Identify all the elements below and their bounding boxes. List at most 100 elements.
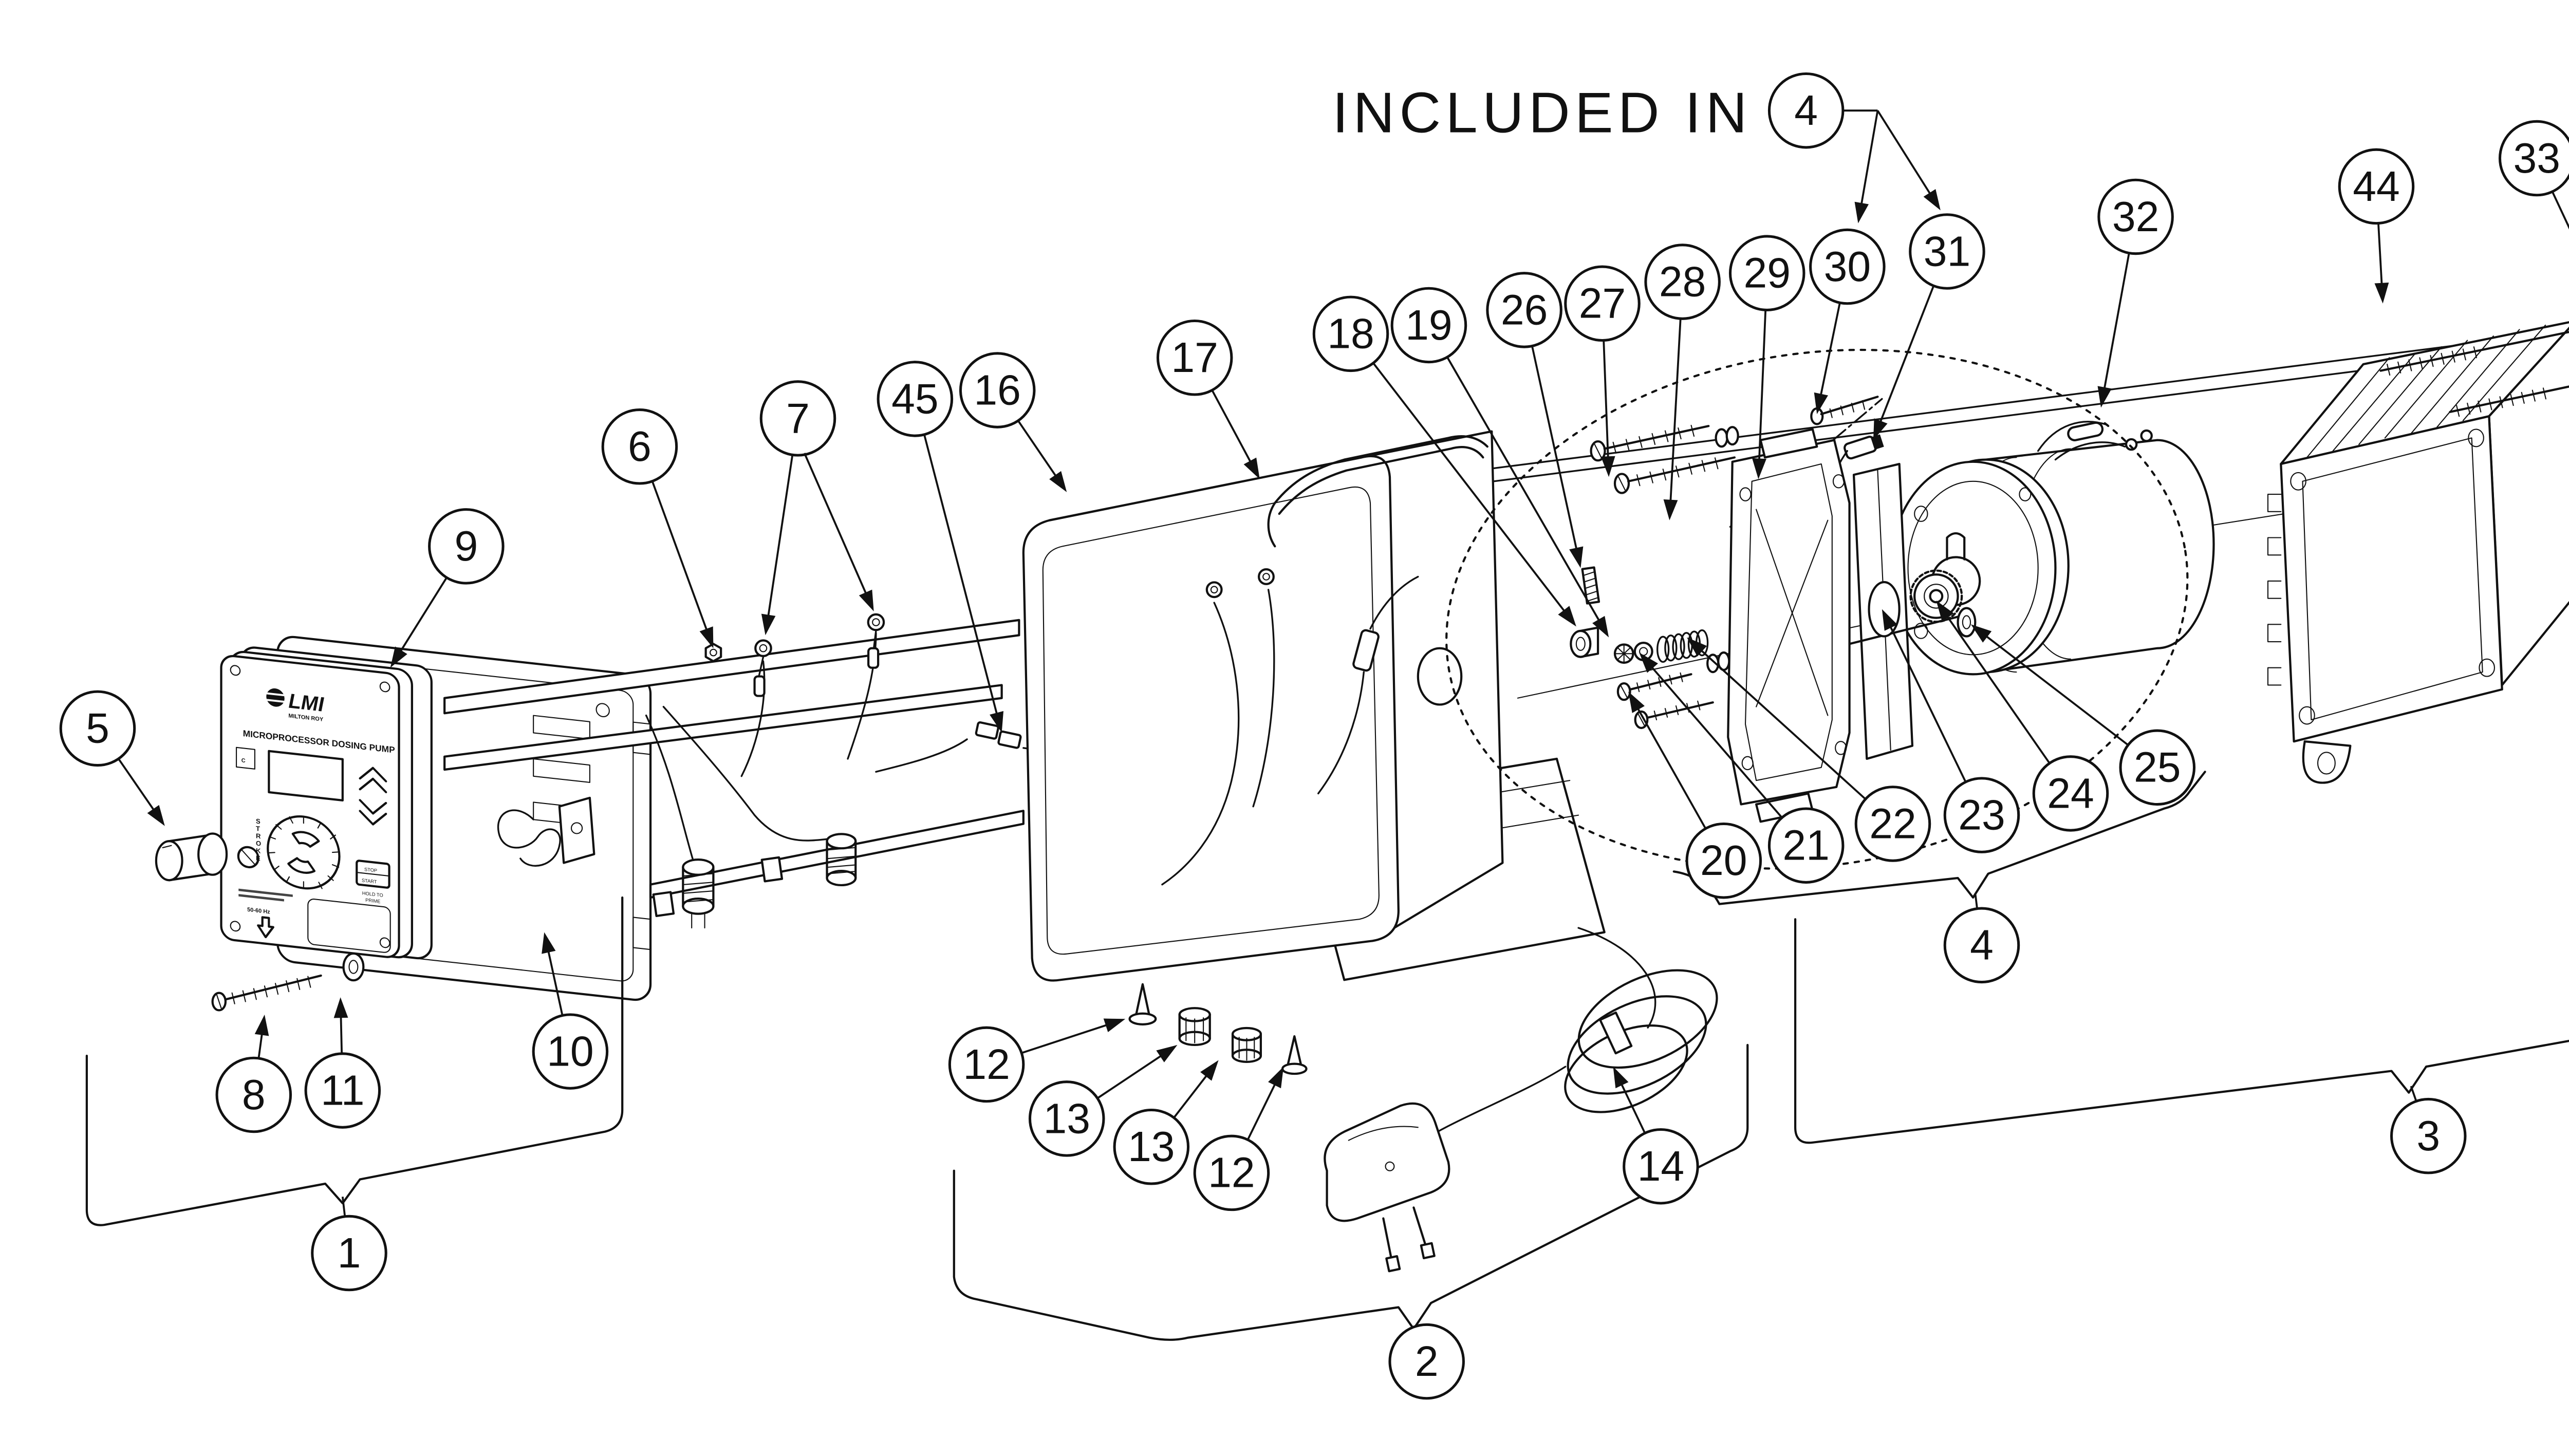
arrowhead-27-10 <box>1600 456 1615 477</box>
up-button[interactable] <box>359 767 387 793</box>
leader-21-33 <box>1649 665 1783 818</box>
callout-number: 29 <box>1743 250 1791 297</box>
leader-1-43 <box>341 1197 346 1217</box>
leader-17-6 <box>1211 389 1253 464</box>
cord-grip-pin <box>1128 983 1157 1025</box>
callout-balloon-11-36: 11 <box>304 1052 381 1129</box>
inline-connector <box>975 721 1022 749</box>
svg-text:C: C <box>241 757 246 764</box>
leader-16-5 <box>1017 420 1058 479</box>
callout-number: 44 <box>2353 163 2400 210</box>
arrowhead-12-38 <box>1103 1018 1126 1033</box>
leader-14-42 <box>1619 1081 1646 1134</box>
leader-10-37 <box>547 949 564 1016</box>
callout-number: 13 <box>1043 1095 1090 1142</box>
leader-6-2 <box>651 480 709 632</box>
callout-number: 12 <box>963 1041 1010 1088</box>
callout-balloon-12-41: 12 <box>1193 1134 1270 1211</box>
callout-number: 2 <box>1415 1338 1439 1385</box>
arrowhead-23-31 <box>1882 609 1897 631</box>
callout-balloon-13-40: 13 <box>1113 1108 1190 1185</box>
group-bracket-2 <box>953 1043 1749 1341</box>
threaded-socket <box>682 858 715 929</box>
small-spring <box>1581 566 1600 605</box>
callout-balloon-27-10: 27 <box>1564 265 1641 342</box>
wiring-harness <box>497 613 1103 929</box>
callout-balloon-16-5: 16 <box>959 352 1036 428</box>
stop-start-button[interactable]: STOP START <box>356 860 390 889</box>
leader-5-0 <box>118 758 156 813</box>
callout-number: 17 <box>1171 334 1218 381</box>
callout-balloon-28-11: 28 <box>1644 244 1721 320</box>
callout-balloon-23-31: 23 <box>1943 777 2020 853</box>
leader-27-10 <box>1603 340 1609 460</box>
lcd-display <box>268 750 344 801</box>
callout-number: 4 <box>1970 922 1994 969</box>
control-panel-front: LMI MILTON ROY MICROPROCESSOR DOSING PUM… <box>220 655 400 958</box>
callout-balloon-3-45: 3 <box>2390 1097 2467 1174</box>
washer <box>342 952 365 982</box>
leader-12-38 <box>1021 1023 1109 1054</box>
arrowhead-7-3 <box>761 613 776 636</box>
arrowhead-13-40 <box>1200 1060 1219 1081</box>
leader-24-30 <box>1945 614 2051 764</box>
gasket-strip <box>1267 435 1488 548</box>
leader-18-7 <box>1372 362 1567 613</box>
callout-balloon-5-0: 5 <box>59 690 136 767</box>
callout-balloon-30-13: 30 <box>1809 228 1886 305</box>
callout-balloon-7-3: 7 <box>759 380 836 457</box>
brand-text: LMI <box>288 689 324 717</box>
callout-number: 11 <box>321 1067 364 1114</box>
callout-balloon-31-14: 31 <box>1909 213 1985 290</box>
leader-20-34 <box>1636 706 1707 829</box>
callout-balloons-layer: 5967451617181926272829303132443334394042… <box>59 72 2569 1400</box>
arrowhead-6-2 <box>699 626 714 648</box>
arrowhead-12-41 <box>1268 1067 1284 1089</box>
hex-nut <box>704 643 722 663</box>
arrowhead-21-33 <box>1639 652 1659 673</box>
gear <box>1909 569 1963 623</box>
leader-7-3 <box>767 455 794 619</box>
coil-spring <box>1656 629 1709 663</box>
leader-9-1 <box>398 577 448 654</box>
leader-19-8 <box>1446 357 1601 623</box>
arrowhead-18-7 <box>1558 606 1576 627</box>
arrowhead-9-1 <box>390 646 407 668</box>
short-screw <box>1634 700 1714 730</box>
callout-balloon-18-7: 18 <box>1312 295 1389 372</box>
leader-3-45 <box>2410 1086 2417 1102</box>
down-button[interactable] <box>359 799 387 826</box>
callout-number: 24 <box>2047 770 2094 817</box>
arrowhead-20-34 <box>1628 692 1645 713</box>
arrowhead-11-36 <box>333 997 348 1018</box>
callout-number: 20 <box>1700 837 1747 884</box>
extra-leader-2 <box>1860 110 1879 207</box>
stroke-dial[interactable] <box>267 813 341 892</box>
callout-number: 3 <box>2416 1113 2440 1160</box>
leader-26-9 <box>1531 346 1578 552</box>
certification-mark-icon: C <box>236 746 255 770</box>
arrowhead-26-9 <box>1569 546 1584 568</box>
callout-number: 13 <box>1128 1124 1175 1170</box>
callout-balloon-2-44: 2 <box>1388 1323 1465 1400</box>
callout-number: 27 <box>1579 281 1626 327</box>
solenoid-subassembly <box>1570 396 1977 823</box>
arrowhead-44-16 <box>2374 282 2389 304</box>
panel-knob[interactable] <box>155 832 228 882</box>
arrowhead-45-4 <box>990 711 1004 733</box>
leader-8-35 <box>257 1032 264 1059</box>
arrowhead-30-13 <box>1814 392 1828 414</box>
callout-balloon-24-30: 24 <box>2032 755 2109 832</box>
arrowhead-8-35 <box>254 1014 269 1036</box>
prime-label: PRIME <box>365 898 380 904</box>
callout-balloon-4-47: 4 <box>1767 72 1845 149</box>
arrowhead-13-39 <box>1156 1044 1178 1062</box>
leader-4-46 <box>1974 893 1978 909</box>
callout-number: 21 <box>1782 823 1830 869</box>
callout-balloon-6-2: 6 <box>601 408 678 485</box>
leader-44-16 <box>2377 223 2383 287</box>
callout-number: 28 <box>1659 258 1706 305</box>
callout-balloon-19-8: 19 <box>1390 287 1467 364</box>
power-plug <box>1324 1102 1450 1273</box>
callout-number: 5 <box>86 705 109 752</box>
